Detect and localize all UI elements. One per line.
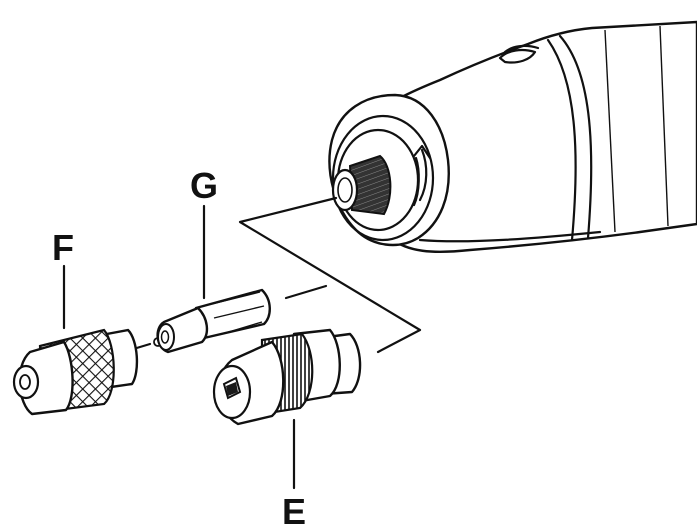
- label-e: E: [282, 491, 306, 528]
- label-e-group: E: [282, 418, 306, 528]
- label-f-group: F: [52, 227, 74, 330]
- part-g-collet: [156, 288, 271, 354]
- label-f: F: [52, 227, 74, 268]
- part-e-keyless-chuck: [212, 328, 362, 426]
- part-f-knurled-chuck: [12, 328, 163, 416]
- rotary-tool-body: [328, 20, 697, 254]
- label-g-group: G: [190, 165, 218, 300]
- label-g: G: [190, 165, 218, 206]
- spindle-shaft: [331, 154, 392, 216]
